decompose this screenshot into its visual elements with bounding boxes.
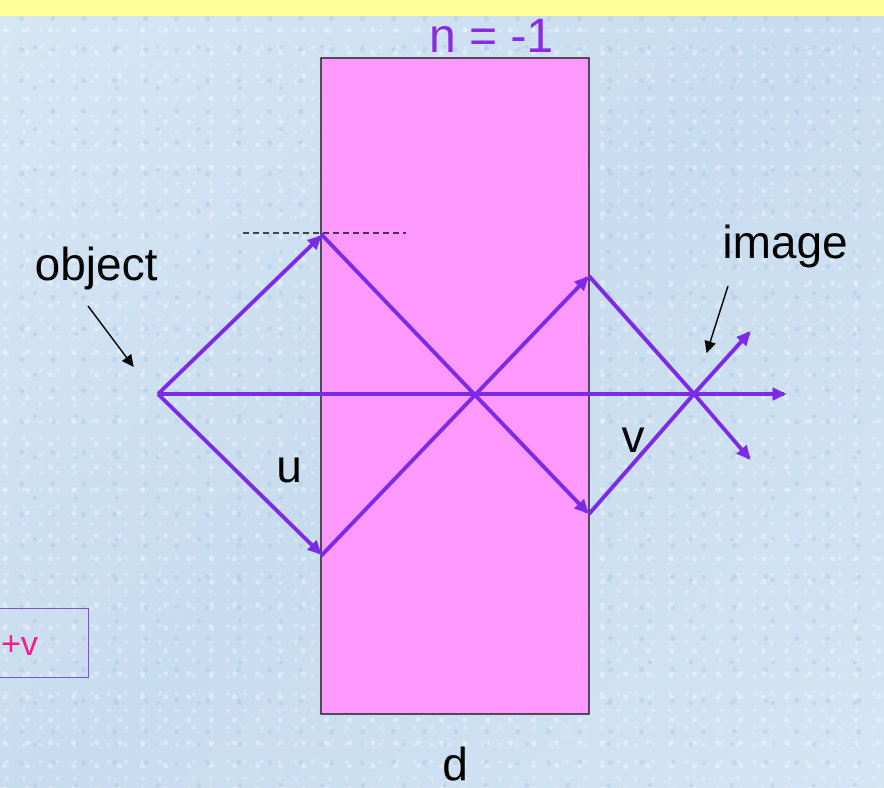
image-pointer-arrow	[704, 285, 729, 354]
object-label: object	[35, 238, 158, 290]
ray-exit-upper-to-image	[587, 274, 696, 396]
ray-object-to-slab-lower	[156, 392, 322, 555]
image-distance-label: v	[622, 410, 645, 462]
negative-index-slab	[320, 57, 590, 715]
refractive-index-label: n = -1	[429, 10, 553, 63]
image-label: image	[722, 216, 847, 268]
object-pointer-arrow	[87, 305, 134, 367]
thickness-label: d	[442, 738, 468, 788]
ray-internal-lower-to-upper	[319, 276, 589, 558]
ray-object-to-slab-upper	[156, 235, 322, 396]
ray-after-image-lower	[692, 392, 751, 460]
boxed-term: +v	[0, 608, 89, 678]
ray-internal-upper-to-lower	[319, 232, 589, 514]
top-strip	[0, 0, 884, 16]
ray-exit-lower-to-image	[587, 392, 696, 516]
ray-after-image-upper	[692, 331, 751, 396]
object-distance-label: u	[276, 440, 302, 492]
